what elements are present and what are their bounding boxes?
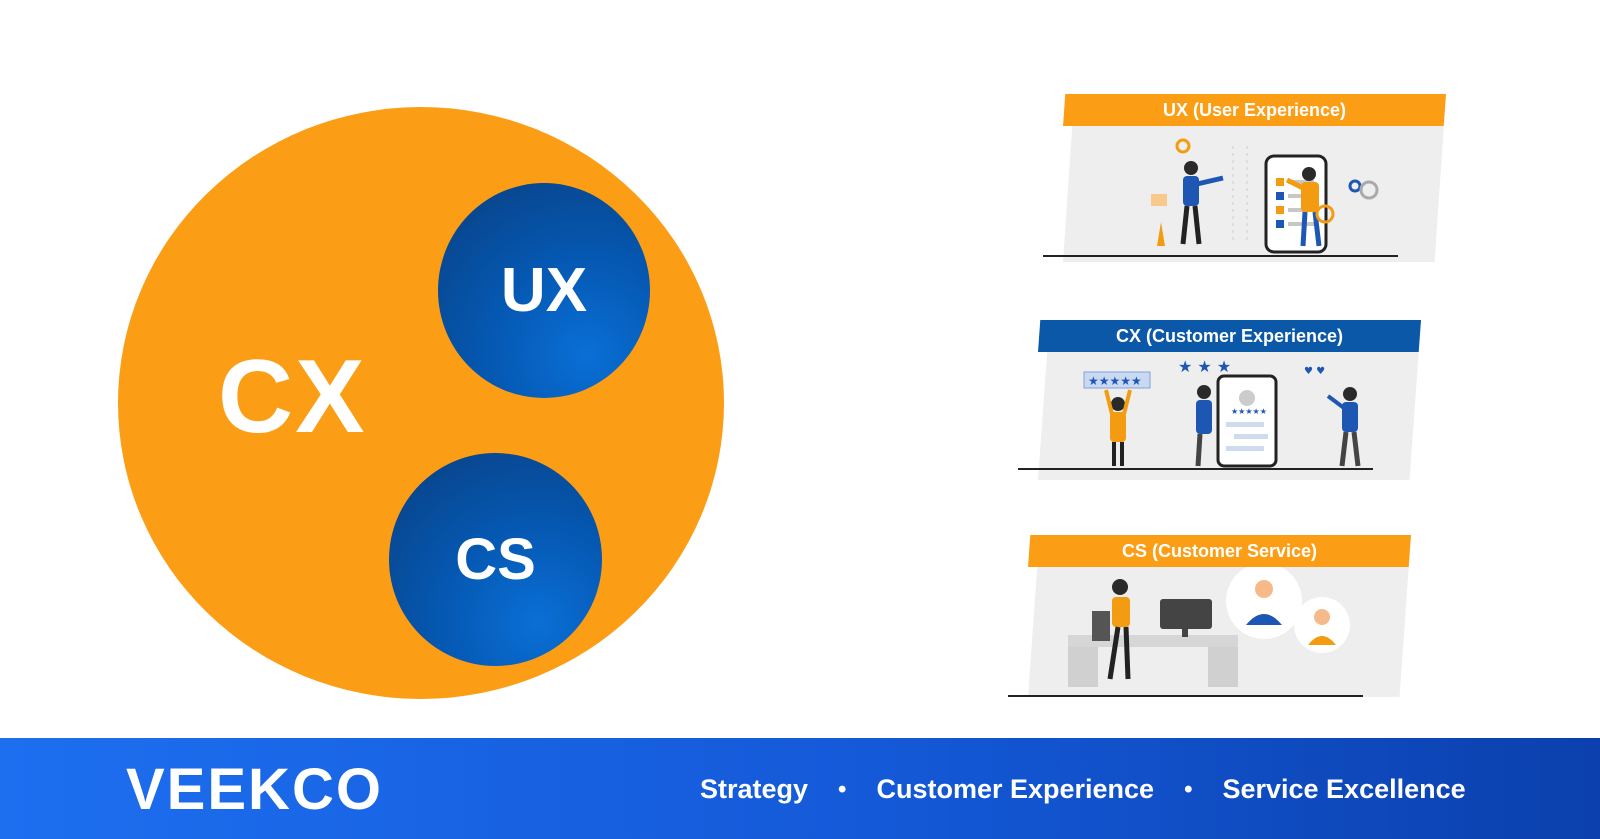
cs-card-baseline	[1008, 695, 1363, 697]
cx-label: CX	[218, 339, 367, 455]
footer-tagline: Strategy • Customer Experience • Service…	[700, 774, 1466, 805]
cx-card-baseline	[1018, 468, 1373, 470]
ux-design-illustration	[1151, 138, 1379, 254]
tagline-item: Service Excellence	[1222, 774, 1466, 804]
brand-logo-text: VEEKCO	[126, 757, 383, 822]
ux-card-title-bar: UX (User Experience)	[1063, 94, 1446, 126]
ux-card-baseline	[1043, 255, 1398, 257]
ux-card-title: UX (User Experience)	[1162, 99, 1347, 120]
ux-card: UX (User Experience)	[1043, 94, 1446, 262]
cs-card-title: CS (Customer Service)	[1121, 540, 1318, 561]
cs-card: CS (Customer Service)	[1008, 535, 1411, 697]
cx-card-title: CX (Customer Experience)	[1115, 325, 1344, 346]
footer-bar: VEEKCO Strategy • Customer Experience • …	[0, 738, 1600, 839]
svg-text:★★★★★: ★★★★★	[1231, 407, 1267, 416]
tagline-separator: •	[1184, 775, 1193, 803]
cs-label: CS	[455, 527, 536, 592]
cs-inner-circle: CS	[389, 453, 602, 666]
svg-text:★★★★★: ★★★★★	[1088, 374, 1142, 388]
cs-card-title-bar: CS (Customer Service)	[1028, 535, 1411, 567]
customer-service-illustration	[1068, 567, 1350, 687]
cx-card-title-bar: CX (Customer Experience)	[1038, 320, 1421, 352]
tagline-item: Strategy	[700, 774, 809, 804]
customer-experience-illustration: ★★★★★ ★ ★ ★ ★★★★★ ♥ ♥	[1083, 357, 1361, 468]
svg-text:♥ ♥: ♥ ♥	[1304, 366, 1325, 377]
tagline-separator: •	[838, 775, 847, 803]
tagline-item: Customer Experience	[876, 774, 1155, 804]
ux-label: UX	[500, 256, 588, 325]
cx-card: CX (Customer Experience) ★★★★★ ★ ★ ★ ★★★…	[1018, 320, 1421, 480]
ux-inner-circle: UX	[438, 183, 650, 398]
svg-text:★ ★ ★: ★ ★ ★	[1178, 357, 1231, 376]
